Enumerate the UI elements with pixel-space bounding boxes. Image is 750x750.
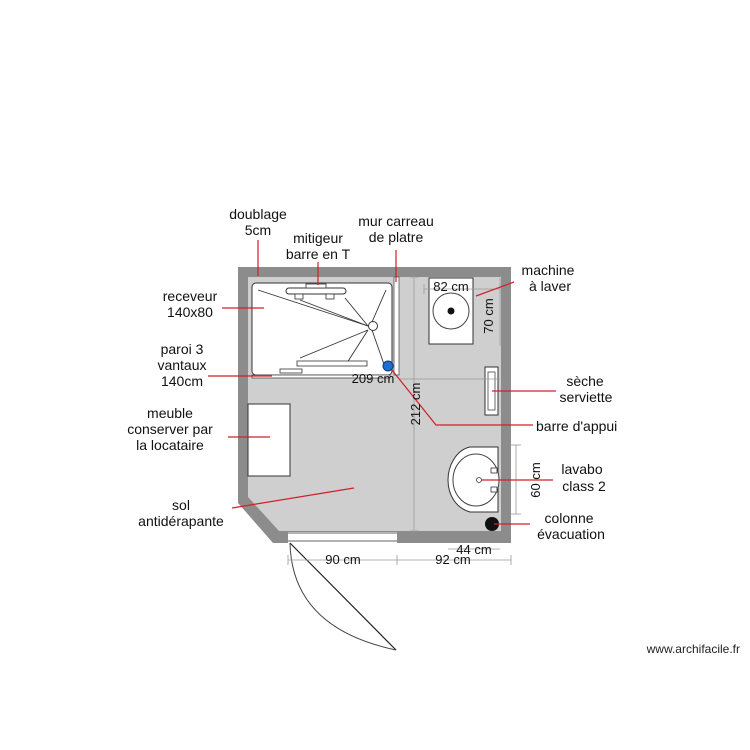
dim-machine-width: 82 cm bbox=[433, 279, 468, 294]
drain-point bbox=[382, 360, 394, 372]
label-mitigeur-line2: barre en T bbox=[286, 246, 351, 262]
label-barre-appui: barre d'appui bbox=[536, 418, 617, 434]
label-meuble-line3: la locataire bbox=[136, 437, 204, 453]
label-seche-line2: serviette bbox=[560, 389, 613, 405]
label-colonne-line2: évacuation bbox=[537, 526, 605, 542]
label-mur-line2: de platre bbox=[369, 229, 424, 245]
label-receveur-line2: 140x80 bbox=[167, 304, 213, 320]
label-paroi-line2: vantaux bbox=[157, 357, 206, 373]
label-machine-line1: machine bbox=[522, 262, 575, 278]
label-paroi-line3: 140cm bbox=[161, 373, 203, 389]
door-swing-arc bbox=[289, 542, 397, 651]
mitigeur-bar bbox=[285, 287, 347, 295]
dim-room-height: 212 cm bbox=[408, 383, 423, 426]
shower-slope-lines bbox=[257, 289, 387, 371]
dim-lavabo-offset: 44 cm bbox=[456, 542, 491, 557]
furniture-cabinet bbox=[247, 403, 291, 477]
dim-right-width: 92 cm bbox=[435, 552, 470, 567]
evacuation-column bbox=[485, 517, 499, 531]
label-sol-line2: antidérapante bbox=[138, 513, 224, 529]
label-colonne-line1: colonne bbox=[544, 510, 593, 526]
label-receveur-line1: receveur bbox=[163, 288, 218, 304]
shower-drain bbox=[368, 321, 378, 331]
watermark: www.archifacile.fr bbox=[646, 642, 740, 656]
label-seche-line1: sèche bbox=[566, 373, 604, 389]
label-lavabo-line2: class 2 bbox=[562, 478, 606, 494]
label-mur-line1: mur carreau bbox=[358, 213, 433, 229]
label-paroi-line1: paroi 3 bbox=[161, 341, 204, 357]
label-doublage-line2: 5cm bbox=[245, 222, 271, 238]
label-sol-line1: sol bbox=[172, 497, 190, 513]
dim-shower-width: 209 cm bbox=[352, 371, 395, 386]
tiled-wall bbox=[393, 276, 400, 376]
shower-bench bbox=[296, 360, 368, 367]
label-machine-line2: à laver bbox=[529, 278, 571, 294]
door-opening bbox=[288, 532, 397, 544]
label-mitigeur-line1: mitigeur bbox=[293, 230, 343, 246]
dim-lavabo-depth: 60 cm bbox=[528, 462, 543, 497]
label-meuble-line1: meuble bbox=[147, 405, 193, 421]
leader-lines bbox=[208, 240, 556, 525]
label-doublage-line1: doublage bbox=[229, 206, 287, 222]
dim-machine-depth: 70 cm bbox=[481, 298, 496, 333]
label-lavabo-line1: lavabo bbox=[561, 461, 602, 477]
dim-door-width: 90 cm bbox=[325, 552, 360, 567]
door-leaf bbox=[289, 542, 397, 651]
label-meuble-line2: conserver par bbox=[127, 421, 213, 437]
